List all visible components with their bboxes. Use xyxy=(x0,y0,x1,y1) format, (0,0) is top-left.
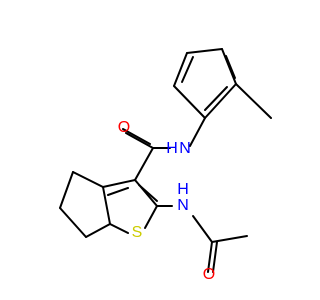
bond xyxy=(192,215,213,243)
thiophene-sulfur-label: S xyxy=(132,224,143,241)
molecule-structure: O N H N H S O xyxy=(59,48,272,283)
bond xyxy=(102,179,136,188)
bond xyxy=(204,86,228,111)
bond xyxy=(186,48,223,54)
bond xyxy=(173,85,206,119)
bond xyxy=(134,147,154,181)
bond xyxy=(134,179,158,207)
bond xyxy=(85,223,111,238)
bond xyxy=(107,187,129,196)
bond xyxy=(207,241,213,273)
bond xyxy=(122,128,151,145)
bond xyxy=(109,223,129,234)
bond xyxy=(59,171,74,209)
bond xyxy=(225,55,236,79)
amide-hydrogen-label: H xyxy=(166,140,178,157)
acetamido-hydrogen-label: H xyxy=(177,181,189,198)
bond xyxy=(181,56,194,83)
bond-layer xyxy=(59,48,272,273)
bond xyxy=(204,83,237,119)
acetamido-nitrogen-label: N xyxy=(177,197,189,214)
bond xyxy=(189,117,206,147)
bond xyxy=(102,186,111,225)
molecule-diagram: O N H N H S O xyxy=(59,48,272,284)
bond xyxy=(211,235,248,243)
bond xyxy=(59,207,87,238)
bond xyxy=(72,171,104,188)
bond xyxy=(212,241,218,273)
bond xyxy=(144,205,158,229)
bond xyxy=(235,83,272,119)
bond xyxy=(221,48,237,85)
bond xyxy=(125,132,154,149)
bond xyxy=(138,184,158,202)
bond xyxy=(173,52,188,87)
amide-oxygen-label: O xyxy=(118,119,130,136)
amide-nitrogen-label: N xyxy=(179,140,191,157)
acetyl-oxygen-label: O xyxy=(203,266,215,283)
atom-label-layer: O N H N H S O xyxy=(118,119,215,283)
